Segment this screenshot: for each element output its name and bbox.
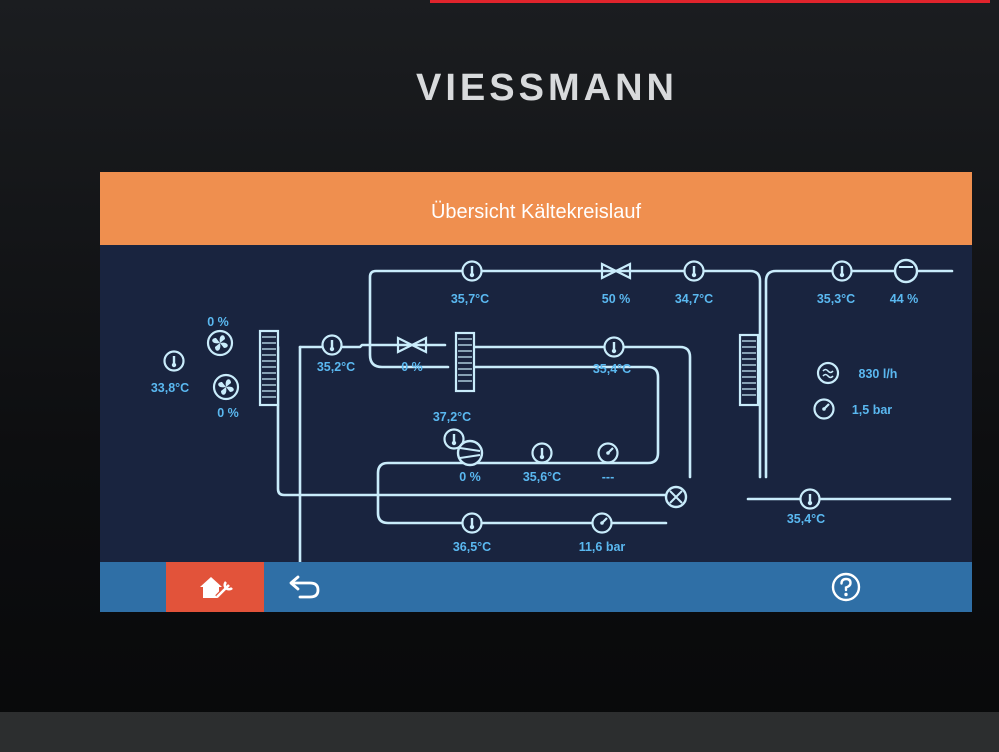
compressor-label: 0 % — [459, 470, 481, 484]
flow-temp-icon — [831, 260, 853, 282]
water-pressure-label: 1,5 bar — [852, 403, 892, 417]
top-temp-icon — [461, 260, 483, 282]
outdoor-temp-icon — [163, 350, 185, 372]
top-right-temp-label: 34,7°C — [675, 292, 713, 306]
suction-pressure-label: --- — [602, 470, 615, 484]
pipe-s-curve — [376, 365, 668, 525]
top-temp-label: 35,7°C — [451, 292, 489, 306]
pipe-evap-loop — [276, 345, 674, 562]
water-pressure-icon — [813, 398, 835, 420]
internal-heat-exchanger-icon — [454, 331, 476, 393]
display-screen: Übersicht Kältekreislauf — [100, 172, 972, 612]
discharge-pressure-icon — [591, 512, 613, 534]
return-temp-icon — [799, 488, 821, 510]
fan-bottom-icon — [212, 373, 240, 401]
back-arrow-icon — [289, 575, 320, 599]
evap-out-temp-label: 35,2°C — [317, 360, 355, 374]
help-button[interactable] — [824, 568, 868, 606]
home-service-button[interactable] — [166, 562, 264, 612]
flow-rate-label: 830 l/h — [859, 367, 898, 381]
suction-pressure-icon — [597, 442, 619, 464]
four-way-valve-icon — [664, 485, 688, 509]
page-title: Übersicht Kältekreislauf — [430, 201, 642, 223]
condenser-icon — [738, 333, 760, 407]
return-temp-label: 35,4°C — [787, 512, 825, 526]
evap-out-temp-icon — [321, 334, 343, 356]
house-wrench-icon — [200, 577, 234, 599]
pipe-top-loop — [368, 269, 762, 479]
header-bar: Übersicht Kältekreislauf — [100, 172, 972, 245]
hx-temp-label: 37,2°C — [433, 410, 471, 424]
top-valve-label: 50 % — [602, 292, 631, 306]
top-right-temp-icon — [683, 260, 705, 282]
flow-temp-label: 35,3°C — [817, 292, 855, 306]
brand-logo: VIESSMANN — [416, 67, 678, 109]
back-button[interactable] — [282, 568, 326, 606]
fan-top-label: 0 % — [207, 315, 229, 329]
discharge-temp-icon — [461, 512, 483, 534]
compressor-icon — [456, 439, 484, 467]
fan-bottom-label: 0 % — [217, 406, 239, 420]
discharge-pressure-label: 11,6 bar — [579, 540, 626, 554]
bezel-accent — [430, 0, 990, 3]
fan-top-icon — [206, 329, 234, 357]
mid-temp-label: 35,4°C — [593, 362, 631, 376]
bezel-bottom — [0, 712, 999, 752]
exp-valve-label: 0 % — [401, 360, 423, 374]
footer-bar — [100, 562, 972, 612]
circulation-pump-icon — [893, 258, 919, 284]
pipe-right-loop — [746, 269, 954, 501]
pipe-mid-loop — [472, 345, 692, 479]
discharge-temp-label: 36,5°C — [453, 540, 491, 554]
refrigerant-circuit-diagram: 33,8°C 0 % 0 % 35,2°C 0 % 35,7°C 50 % 34… — [151, 258, 954, 562]
question-circle-icon — [831, 572, 861, 602]
outdoor-temp-label: 33,8°C — [151, 381, 189, 395]
suction-temp-icon — [531, 442, 553, 464]
pump-label: 44 % — [890, 292, 919, 306]
evaporator-icon — [258, 329, 280, 407]
flow-rate-icon — [816, 361, 840, 385]
suction-temp-label: 35,6°C — [523, 470, 561, 484]
mid-temp-icon — [603, 336, 625, 358]
